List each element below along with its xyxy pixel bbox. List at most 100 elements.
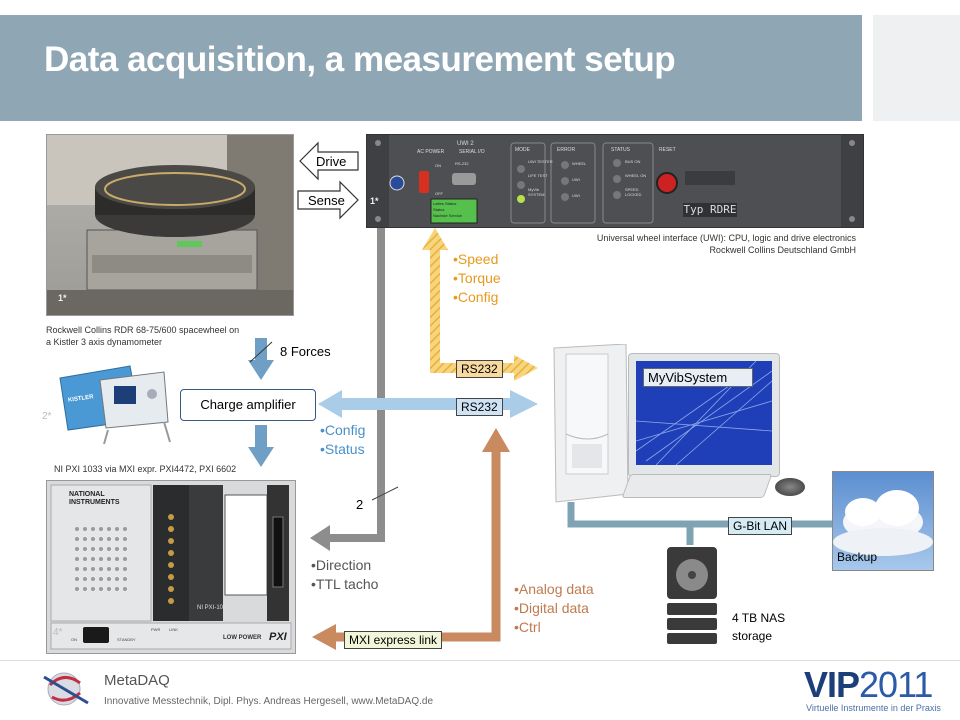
torque-item: •Torque xyxy=(453,270,501,286)
serial-port-label: RS-232 xyxy=(455,161,469,166)
blue-arrowhead-right xyxy=(510,390,538,418)
lcd-line: Nachste Service xyxy=(433,213,463,218)
pxi-chassis-details xyxy=(50,484,292,650)
vip-logo: VIP2011 xyxy=(804,664,933,706)
gray-arrowhead xyxy=(310,525,330,551)
mode-label: MODE xyxy=(515,147,530,153)
uwi-caption: Universal wheel interface (UWI): CPU, lo… xyxy=(556,232,856,256)
cloud-illustration xyxy=(833,490,933,556)
wheel-caption-line: Rockwell Collins RDR 68-75/600 spacewhee… xyxy=(46,325,240,335)
footer-divider xyxy=(0,660,960,661)
mxi-link-label: MXI express link xyxy=(344,631,443,649)
config-status-list: •Config •Status xyxy=(320,421,365,459)
pc-tower xyxy=(548,343,630,506)
lcd-line: Lattes Status xyxy=(433,201,457,206)
analog-item: •Analog data xyxy=(514,581,594,597)
vip-year: 2011 xyxy=(859,664,933,705)
error-item: WHEEL xyxy=(572,161,587,166)
speed-list: •Speed •Torque •Config xyxy=(453,250,501,307)
nas-label-line: 4 TB NAS xyxy=(732,611,786,625)
nas-illustration xyxy=(667,547,717,644)
spacewheel-photo xyxy=(46,134,294,316)
status-item: WHEEL ON xyxy=(625,173,647,178)
kistler-amplifier-photo: KISTLER xyxy=(56,364,174,445)
footer-company: MetaDAQ xyxy=(104,672,170,689)
uwi-caption-line: Universal wheel interface (UWI): CPU, lo… xyxy=(596,233,856,243)
wheel-caption-line: a Kistler 3 axis dynamometer xyxy=(46,337,163,347)
pxi-model: NI PXI-1033 xyxy=(197,605,230,611)
uwi-rack: UWI 2 AC POWER SERIAL I/O MODE ERROR STA… xyxy=(366,134,864,228)
status-item: SPEED LOCKED xyxy=(625,187,642,197)
spacewheel-illustration xyxy=(47,135,293,315)
reset-label: RESET xyxy=(659,147,676,153)
sense-label: Sense xyxy=(308,193,345,208)
serial-label: SERIAL I/O xyxy=(459,149,485,155)
mode-item: UWI TESTER xyxy=(528,159,553,164)
ctrl-item: •Ctrl xyxy=(514,619,541,635)
orange-arrowhead-right xyxy=(514,355,538,381)
kistler-illustration xyxy=(59,365,171,445)
metadaq-logo-icon xyxy=(43,672,89,706)
myvibsystem-label: MyVibSystem xyxy=(643,368,753,387)
config-item: •Config xyxy=(453,289,499,305)
two-label: 2 xyxy=(356,497,364,512)
metadaq-logo xyxy=(40,667,100,713)
rs232-top-label: RS232 xyxy=(456,360,503,378)
charge-amp-arrow-shaft xyxy=(255,425,267,447)
brown-arrowhead-left xyxy=(312,624,336,650)
speed-item: •Speed xyxy=(453,251,499,267)
uwi-lcd: Lattes Status Status Nachste Service xyxy=(433,201,462,219)
brown-arrowhead-up xyxy=(482,428,510,452)
forces-label: 8 Forces xyxy=(280,344,331,359)
uwi-caption-line: Rockwell Collins Deutschland GmbH xyxy=(709,245,856,255)
error-item: UWI xyxy=(572,193,580,198)
uwi-tag: 1* xyxy=(370,196,379,206)
pxi-brand: NATIONAL INSTRUMENTS xyxy=(69,491,120,507)
power-on-label: ON xyxy=(435,163,441,168)
rs232-mid-label: RS232 xyxy=(456,398,503,416)
title-bar xyxy=(0,15,862,121)
pxi-link-label: LINK xyxy=(169,627,178,632)
pxi-standby-label: STANDBY xyxy=(117,637,136,642)
backup-label: Backup xyxy=(837,550,878,564)
backup-cloud-image: Backup xyxy=(832,471,934,571)
mode-item: MyVib SYSTEM xyxy=(528,187,545,197)
slide-title: Data acquisition, a measurement setup xyxy=(44,40,676,79)
error-label: ERROR xyxy=(557,147,576,153)
pxi-logo: PXI xyxy=(269,631,287,643)
orange-arrowhead-up xyxy=(422,228,448,250)
nas-storage xyxy=(665,545,720,645)
nas-label-line: storage xyxy=(732,629,773,643)
forces-arrow-shaft xyxy=(255,338,267,360)
vip-tagline: Virtuelle Instrumente in der Praxis xyxy=(806,703,941,713)
direction-item: •Direction xyxy=(311,557,372,573)
keyboard xyxy=(621,474,773,498)
analog-list: •Analog data •Digital data •Ctrl xyxy=(514,580,594,637)
uwi-badge: Typ RDRE xyxy=(683,203,737,217)
uwi-name: UWI 2 xyxy=(457,141,474,147)
pxi-on-label: ON xyxy=(71,637,77,642)
pxi-caption: NI PXI 1033 via MXI expr. PXI4472, PXI 6… xyxy=(54,464,237,474)
pxi-brand-line: NATIONAL xyxy=(69,491,105,498)
blue-arrowhead-left xyxy=(318,390,342,418)
config-item: •Config xyxy=(320,422,366,438)
footer-tagline: Innovative Messtechnik, Dipl. Phys. Andr… xyxy=(104,696,434,707)
vip-text: VIP xyxy=(804,664,860,705)
pxi-low-power: LOW POWER xyxy=(223,635,262,641)
drive-arrow xyxy=(299,141,359,181)
status-label: STATUS xyxy=(611,147,630,153)
title-bar-accent xyxy=(873,15,960,121)
pxi-tag: 4* xyxy=(53,627,63,638)
charge-amplifier-box: Charge amplifier xyxy=(180,389,316,421)
sense-arrow xyxy=(297,180,359,220)
monitor: MyVibSystem xyxy=(628,353,780,477)
status-item: •Status xyxy=(320,441,365,457)
mode-item: LIFE TEST xyxy=(528,173,548,178)
digital-item: •Digital data xyxy=(514,600,589,616)
gray-direction-line xyxy=(328,228,385,542)
power-off-label: OFF xyxy=(435,191,443,196)
pc-tower-illustration xyxy=(553,343,629,503)
kistler-tag: 2* xyxy=(42,411,52,422)
status-item: BUS ON xyxy=(625,159,641,164)
error-list: WHEEL UWI UWI xyxy=(572,161,586,198)
